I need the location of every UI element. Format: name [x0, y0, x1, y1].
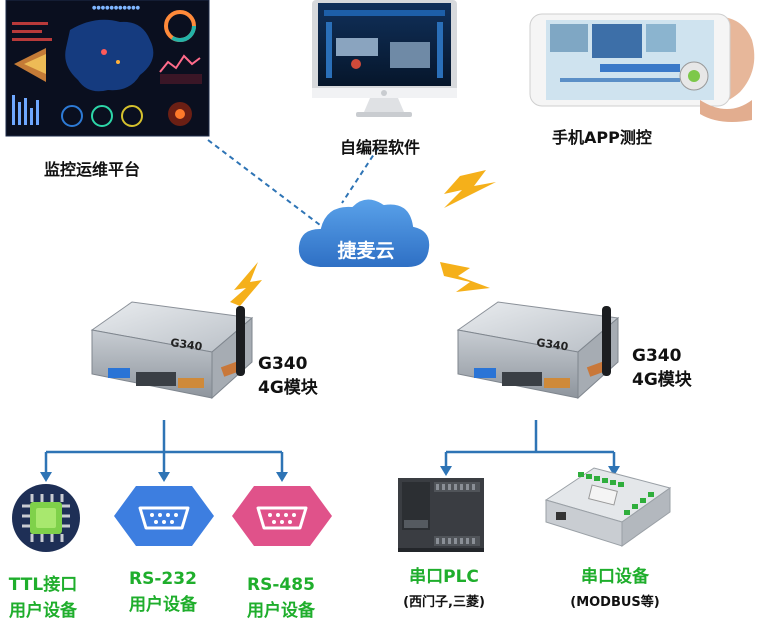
monitor-platform-label: 监控运维平台 — [44, 160, 141, 179]
rs485-device-label: RS-485 用户设备 — [247, 575, 315, 621]
lightning-icon — [444, 170, 496, 208]
plc-device-image — [398, 478, 484, 552]
module-type: 4G模块 — [258, 378, 318, 398]
connector-tree-right — [444, 420, 616, 470]
lightning-icon — [440, 262, 490, 292]
link-software-cloud — [341, 147, 379, 204]
module-model: G340 — [258, 354, 308, 374]
serial-device-image — [544, 467, 672, 547]
connector-arrows-right — [440, 466, 620, 476]
svg-text:G340: G340 — [170, 336, 204, 353]
module-type: 4G模块 — [632, 370, 692, 390]
plc-device-label: 串口PLC (西门子,三菱) — [403, 567, 485, 610]
cloud-shape — [296, 197, 432, 269]
ttl-chip-icon — [12, 484, 80, 552]
self-software-label: 自编程软件 — [340, 138, 421, 157]
mobile-phone-image — [529, 13, 755, 122]
module-right-label: G340 4G模块 — [632, 344, 692, 392]
rs232-port-icon — [114, 486, 214, 546]
svg-text:G340: G340 — [536, 336, 570, 353]
serial-device-label: 串口设备 (MODBUS等) — [570, 567, 660, 610]
connector-arrows-left — [40, 472, 288, 482]
monitor-dashboard-image: ●●●●●●●●●●● — [5, 0, 210, 137]
cloud-label: 捷麦云 — [337, 240, 395, 262]
connector-tree-left — [44, 420, 284, 476]
rs485-port-icon — [232, 486, 332, 546]
ttl-device-label: TTL接口 用户设备 — [8, 575, 78, 621]
lightning-icon — [230, 262, 262, 306]
link-monitor-cloud — [207, 139, 321, 226]
module-left-label: G340 4G模块 — [258, 352, 318, 400]
mobile-app-label: 手机APP测控 — [552, 128, 652, 147]
rs232-device-label: RS-232 用户设备 — [129, 569, 197, 615]
g340-module-device: G340 — [90, 301, 254, 400]
g340-module-device: G340 — [456, 301, 620, 400]
module-model: G340 — [632, 346, 682, 366]
svg-text:●●●●●●●●●●●: ●●●●●●●●●●● — [92, 5, 141, 11]
desktop-monitor-image — [312, 0, 457, 117]
